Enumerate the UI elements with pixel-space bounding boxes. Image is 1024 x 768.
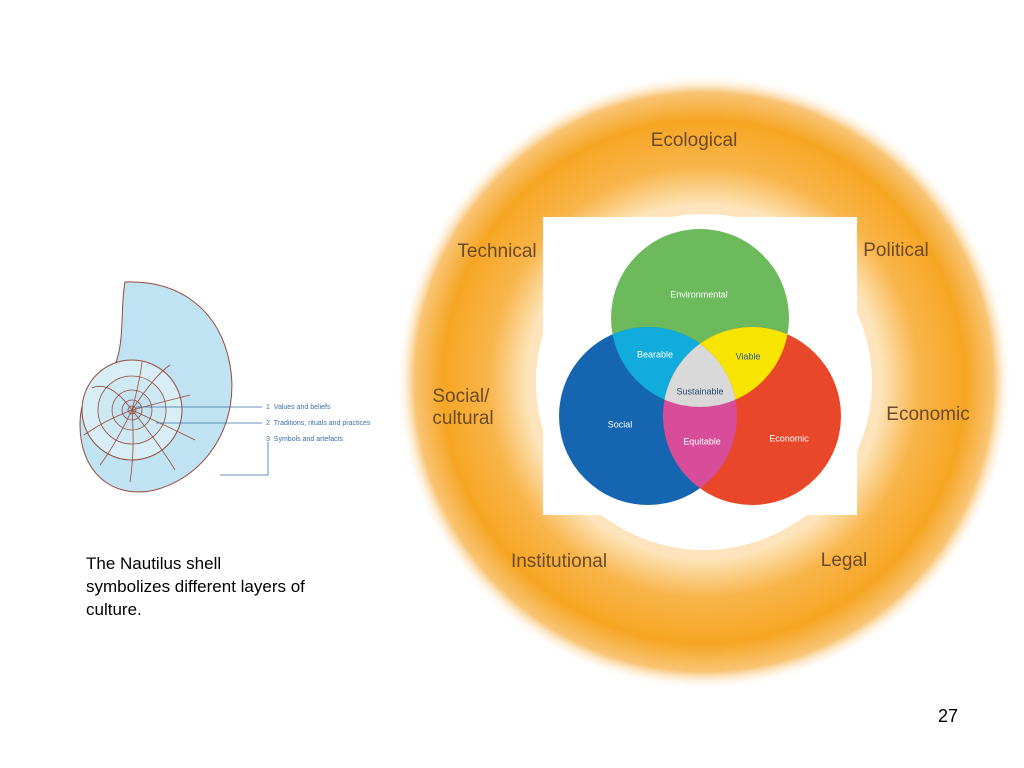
nautilus-layer-3-label: 3 Symbols and artefacts [266,436,344,443]
venn-overlap-sustainable [663,327,737,407]
ring-label-ecological: Ecological [650,130,738,152]
ring-label-legal: Legal [820,550,868,572]
nautilus-layer-1-label: 1 Values and beliefs [266,404,331,411]
venn-label-economic: Economic [769,433,809,444]
ring-label-political: Political [863,240,929,262]
ring-label-social-cultural: Social/ cultural [432,386,494,429]
ring-label-technical: Technical [457,241,537,263]
nautilus-layer-2-label: 2 Traditions, rituals and practices [266,420,371,427]
venn-label-sustainable: Sustainable [676,386,724,397]
sustainability-venn-diagram [559,229,841,505]
ring-label-institutional: Institutional [510,551,608,573]
venn-label-viable: Viable [735,351,761,362]
nautilus-caption: The Nautilus shell symbolizes different … [86,554,305,619]
venn-label-equitable: Equitable [683,436,721,447]
venn-label-social: Social [607,419,633,430]
venn-label-bearable: Bearable [636,349,674,360]
nautilus-shell-illustration [79,281,269,493]
ring-label-economic: Economic [886,404,970,426]
venn-label-environmental: Environmental [670,289,728,300]
page-number: 27 [938,706,959,726]
